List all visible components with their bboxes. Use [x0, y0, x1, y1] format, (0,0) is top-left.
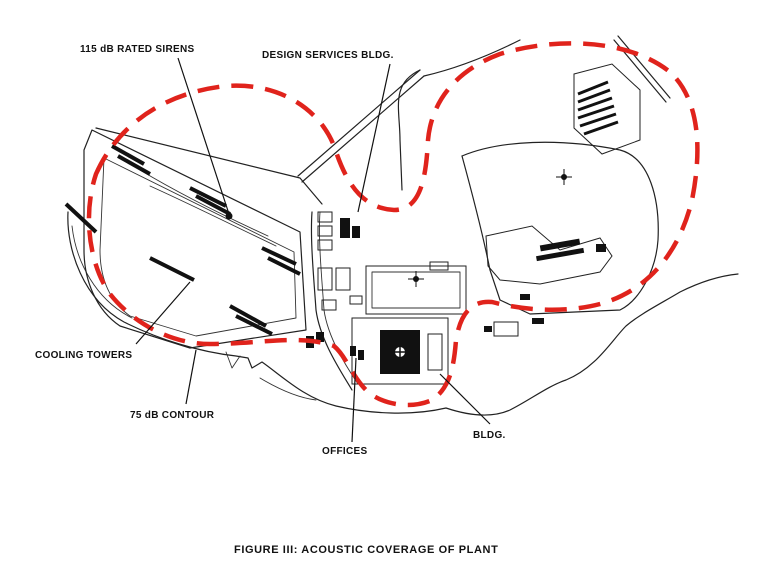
leader-offices: [351, 357, 357, 443]
compass-cross-icon: [556, 169, 572, 185]
main-road: [297, 69, 425, 183]
west-site-outline: [83, 129, 307, 349]
acoustic-contour: [86, 41, 700, 408]
east-link-road: [461, 155, 501, 301]
east-site-outline: [461, 141, 659, 315]
west-site-bars: [64, 144, 301, 336]
north-road: [95, 127, 323, 205]
leader-design-services: [357, 63, 391, 213]
reactor-building-mark: [395, 347, 405, 357]
jetty: [225, 351, 317, 401]
rail-line: [613, 35, 671, 103]
west-site-inner: [99, 157, 297, 337]
east-buildings: [520, 238, 606, 324]
parking-rows: [577, 80, 619, 136]
label-cooling-towers: COOLING TOWERS: [35, 350, 132, 361]
leader-bldg: [439, 373, 491, 425]
parking-lot: [573, 63, 641, 155]
central-plant-yard: [365, 265, 467, 315]
northeast-road: [397, 39, 521, 191]
label-design-services: DESIGN SERVICES BLDG.: [262, 50, 394, 61]
shoreline-inner: [71, 225, 133, 319]
label-offices: OFFICES: [322, 446, 367, 457]
compass-cross-icon-center: [408, 271, 424, 287]
label-contour: 75 dB CONTOUR: [130, 410, 215, 421]
west-site-road: [139, 169, 277, 247]
shoreline: [67, 211, 739, 416]
annex-building: [427, 333, 443, 371]
east-building-pad: [485, 225, 613, 285]
central-road: [310, 211, 353, 391]
label-bldg: BLDG.: [473, 430, 506, 441]
label-sirens: 115 dB RATED SIRENS: [80, 44, 194, 55]
figure-caption: FIGURE III: ACOUSTIC COVERAGE OF PLANT: [234, 544, 498, 556]
leader-contour: [185, 349, 197, 405]
siren-marker: [225, 212, 233, 220]
leader-cooling-towers: [135, 281, 191, 345]
leader-sirens: [177, 57, 230, 215]
